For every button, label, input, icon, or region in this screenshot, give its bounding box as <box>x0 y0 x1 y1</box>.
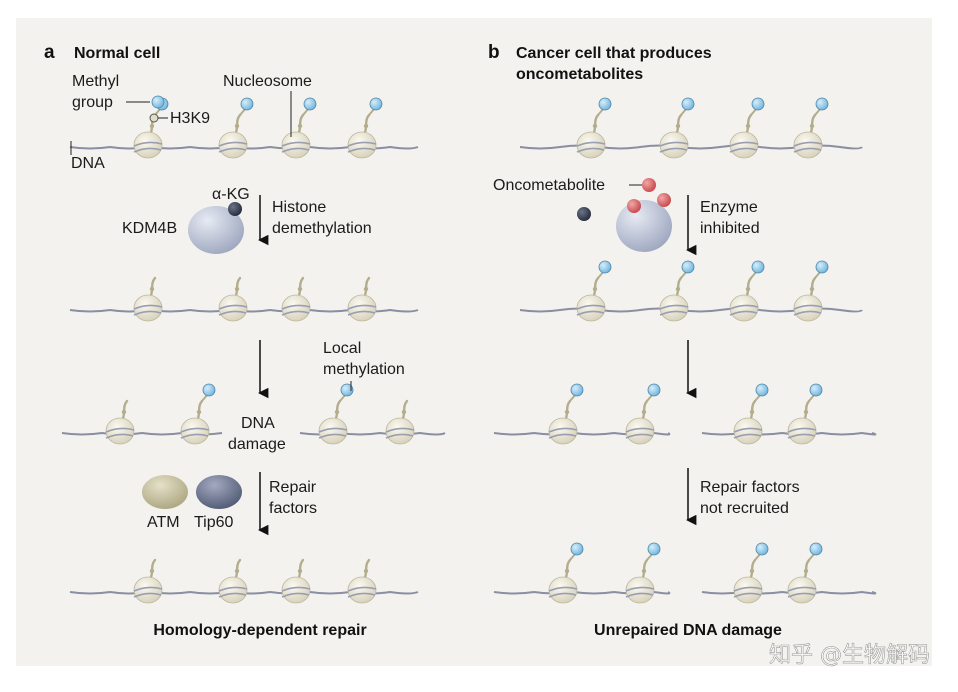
histone-demethylation-label-line2: demethylation <box>272 220 372 237</box>
nucleosome-b1-4 <box>793 97 829 159</box>
local-methylation-label-line1: Local <box>323 340 361 357</box>
enzyme-inhibited-label-line1: Enzyme <box>700 199 758 216</box>
tip60-label: Tip60 <box>194 514 234 531</box>
nucleosome-b1-4-methyl-group <box>815 97 829 111</box>
oncometabolite-label: Oncometabolite <box>493 177 605 194</box>
tip60-protein <box>196 475 242 509</box>
nucleosome-a1-4-methyl-group <box>369 97 383 111</box>
nucleosome-b4-2-methyl-group <box>647 542 661 556</box>
nucleosome-b4-1 <box>548 542 584 604</box>
nucleosome-b1-2-methyl-group <box>681 97 695 111</box>
nucleosome-b2-3 <box>729 260 765 322</box>
dna-damage-label-line1: DNA <box>241 415 275 432</box>
nucleosome-b2-2-methyl-group <box>681 260 695 274</box>
outcome-a: Homology-dependent repair <box>153 622 366 639</box>
nucleosome-b3-3 <box>733 383 769 445</box>
panel-a-letter: a <box>44 42 55 63</box>
nucleosome-b4-2 <box>625 542 661 604</box>
nucleosome-b1-3-methyl-group <box>751 97 765 111</box>
nucleosome-b1-2 <box>659 97 695 159</box>
nucleosome-b4-3-methyl-group <box>755 542 769 556</box>
nucleosome-a4-4 <box>347 558 377 604</box>
atm-label: ATM <box>147 514 180 531</box>
nucleosome-b4-3 <box>733 542 769 604</box>
nucleosome-b1-1-methyl-group <box>598 97 612 111</box>
nucleosome-b3-1-methyl-group <box>570 383 584 397</box>
nucleosome-b2-1 <box>576 260 612 322</box>
oncometabolite-molecule-2 <box>627 199 641 213</box>
nucleosome-label: Nucleosome <box>223 73 312 90</box>
panel-b-title-line2: oncometabolites <box>516 66 643 83</box>
local-methylation-label-line2: methylation <box>323 361 405 378</box>
nucleosome-b3-1 <box>548 383 584 445</box>
nucleosome-b2-3-methyl-group <box>751 260 765 274</box>
nucleosome-b3-4-methyl-group <box>809 383 823 397</box>
nucleosome-a2-3 <box>281 276 311 322</box>
nucleosome-b2-4-methyl-group <box>815 260 829 274</box>
nucleosome-a3-4 <box>385 399 415 445</box>
enzyme-inhibited-label-line2: inhibited <box>700 220 760 237</box>
nucleosome-b3-4 <box>787 383 823 445</box>
kdm4b-label: KDM4B <box>122 220 177 237</box>
outcome-b: Unrepaired DNA damage <box>594 622 782 639</box>
dna-label: DNA <box>71 155 105 172</box>
akg-label: α-KG <box>212 186 250 203</box>
nucleosome-a4-2 <box>218 558 248 604</box>
nucleosome-a2-4 <box>347 276 377 322</box>
panel-b-title-line1: Cancer cell that produces <box>516 45 712 62</box>
h3k9-label: H3K9 <box>170 110 210 127</box>
nucleosome-a3-3 <box>318 383 354 445</box>
histone-demethylation-label-line1: Histone <box>272 199 326 216</box>
repair-factors-label-line1: Repair <box>269 479 317 496</box>
repair-factors-label-line2: factors <box>269 500 317 517</box>
oncometabolite-molecule-3 <box>657 193 671 207</box>
panel-a-title: Normal cell <box>74 45 160 62</box>
not-recruited-label-line1: Repair factors <box>700 479 800 496</box>
nucleosome-a2-2 <box>218 276 248 322</box>
dna-b-row3-left <box>493 431 671 436</box>
nucleosome-a4-3 <box>281 558 311 604</box>
nucleosome-b3-2 <box>625 383 661 445</box>
figure-panel-background <box>16 18 932 666</box>
dna-b-row4-left <box>493 590 671 595</box>
nucleosome-a1-3-methyl-group <box>303 97 317 111</box>
nucleosome-a3-2-methyl-group <box>202 383 216 397</box>
methyl-group-label-line2: group <box>72 94 113 111</box>
nucleosome-a4-1 <box>133 558 163 604</box>
not-recruited-label-line2: not recruited <box>700 500 789 517</box>
kdm4b-enzyme <box>188 206 244 254</box>
methyl-group-label-line1: Methyl <box>72 73 119 90</box>
nucleosome-b3-3-methyl-group <box>755 383 769 397</box>
nucleosome-a2-1 <box>133 276 163 322</box>
dna-damage-label-line2: damage <box>228 436 286 453</box>
free-akg-molecule <box>577 207 591 221</box>
nucleosome-b2-4 <box>793 260 829 322</box>
nucleosome-b1-3 <box>729 97 765 159</box>
nucleosome-b3-2-methyl-group <box>647 383 661 397</box>
watermark: 知乎 @生物解码 <box>769 643 930 668</box>
akg-molecule <box>228 202 242 216</box>
nucleosome-b1-1 <box>576 97 612 159</box>
nucleosome-b4-1-methyl-group <box>570 542 584 556</box>
oncometabolite-molecule-1 <box>642 178 656 192</box>
atm-protein <box>142 475 188 509</box>
methyl-group-legend-icon <box>151 95 165 109</box>
nucleosome-a1-2-methyl-group <box>240 97 254 111</box>
nucleosome-a1-2 <box>218 97 254 159</box>
nucleosome-a3-3-methyl-group <box>340 383 354 397</box>
panel-b-letter: b <box>488 42 500 63</box>
h3k9-legend-icon <box>149 113 159 123</box>
nucleosome-a1-3 <box>281 97 317 159</box>
nucleosome-b2-1-methyl-group <box>598 260 612 274</box>
nucleosome-a1-4 <box>347 97 383 159</box>
nucleosome-a3-2 <box>180 383 216 445</box>
nucleosome-b4-4 <box>787 542 823 604</box>
nucleosome-a3-1 <box>105 399 135 445</box>
nucleosome-b4-4-methyl-group <box>809 542 823 556</box>
nucleosome-b2-2 <box>659 260 695 322</box>
inhibited-enzyme <box>616 200 672 252</box>
